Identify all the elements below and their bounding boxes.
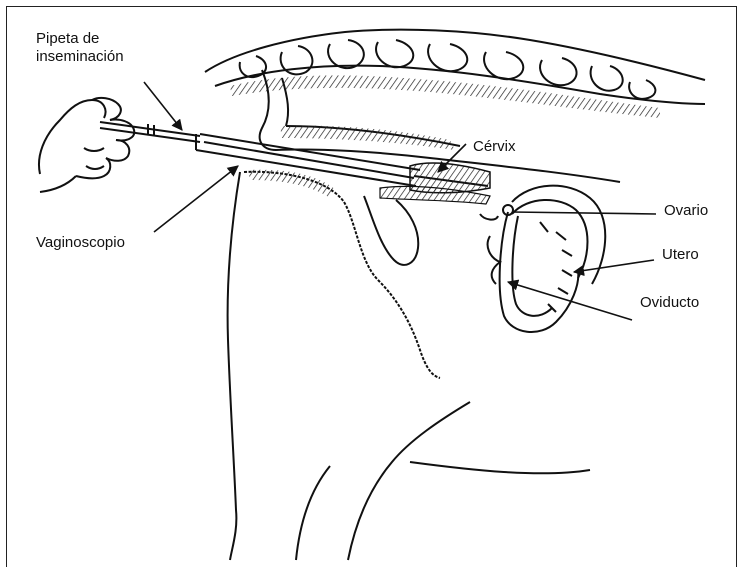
- vaginoscopio-label: Vaginoscopio: [36, 234, 125, 252]
- pipeta-label: Pipeta de inseminación: [36, 30, 124, 66]
- leader-pipeta: [144, 82, 182, 130]
- pipeta-label-line1: Pipeta de: [36, 30, 124, 48]
- leader-utero: [574, 260, 654, 272]
- ventral-hatching: [248, 170, 336, 198]
- cervix-label: Cérvix: [473, 138, 516, 156]
- hand: [39, 98, 134, 192]
- bladder: [364, 196, 418, 265]
- oviducto-label: Oviducto: [640, 294, 699, 312]
- uterus: [480, 186, 605, 332]
- leader-ovario: [512, 212, 656, 214]
- ventral-wall: [244, 172, 440, 378]
- body-contour: [228, 172, 590, 560]
- leader-vaginoscopio: [154, 166, 238, 232]
- leader-lines: [144, 82, 656, 320]
- rectum-hatching: [280, 126, 455, 150]
- spine-hatching: [230, 75, 660, 118]
- utero-label: Utero: [662, 246, 699, 264]
- ovario-label: Ovario: [664, 202, 708, 220]
- pipeta-label-line2: inseminación: [36, 48, 124, 66]
